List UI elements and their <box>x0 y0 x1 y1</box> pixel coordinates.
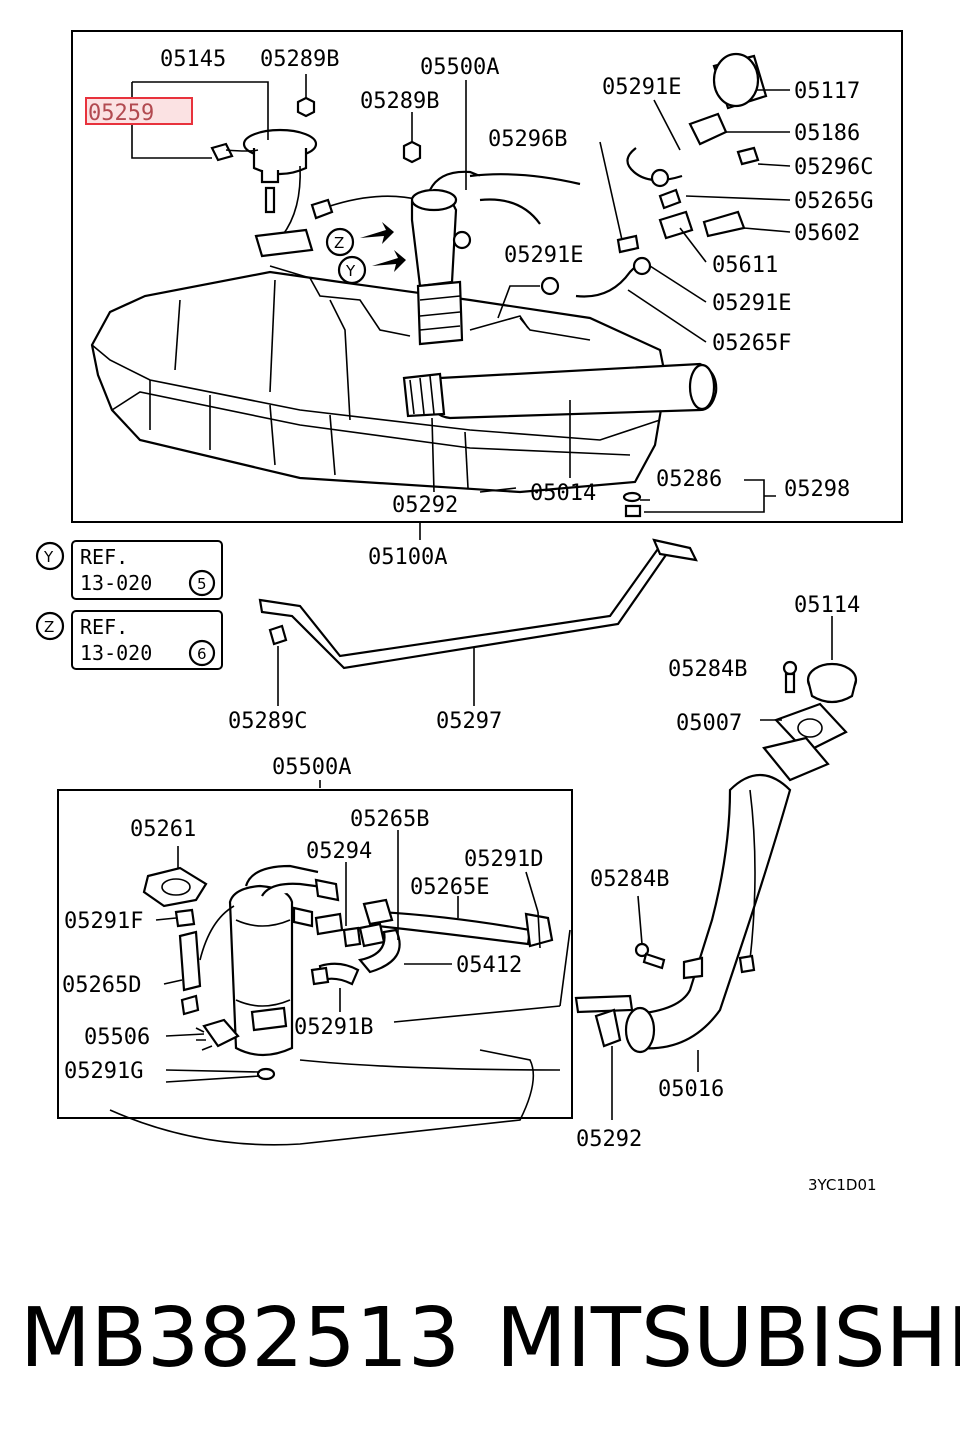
svg-text:Y: Y <box>43 548 54 566</box>
label-05297: 05297 <box>436 709 502 734</box>
hose-routing <box>269 265 411 337</box>
marker-z: Z <box>325 222 394 257</box>
label-05289B-a: 05289B <box>260 47 339 72</box>
marker-y: Y <box>337 250 406 285</box>
label-05291E-a: 05291E <box>602 75 681 100</box>
pump-module-frame <box>57 789 573 1119</box>
nut-05289B-left <box>296 96 316 118</box>
label-05284B-b: 05284B <box>590 867 669 892</box>
label-05500A-a: 05500A <box>420 55 499 80</box>
tank-outline-line <box>299 1059 561 1071</box>
label-05291G: 05291G <box>64 1059 143 1084</box>
bracket-line <box>469 315 529 331</box>
label-05014: 05014 <box>530 481 596 506</box>
svg-text:Z: Z <box>334 234 344 252</box>
hoses-bottom <box>310 898 554 986</box>
label-05500A-b: 05500A <box>272 755 351 780</box>
ref-box-y: Y REF. 13-020 5 <box>35 540 223 600</box>
label-05291E-b: 05291E <box>504 243 583 268</box>
label-05186: 05186 <box>794 121 860 146</box>
label-05296B: 05296B <box>488 127 567 152</box>
leader-lines-top <box>131 74 791 540</box>
diagram-code: 3YC1D01 <box>808 1176 877 1194</box>
screw-05284B-b <box>634 895 666 970</box>
svg-text:Z: Z <box>44 618 54 636</box>
highlight-label-05259: 05259 <box>88 101 154 126</box>
label-05292-a: 05292 <box>392 493 458 518</box>
brand-name: MITSUBISHI <box>496 1291 960 1386</box>
svg-text:Y: Y <box>345 262 356 280</box>
label-05265F: 05265F <box>712 331 791 356</box>
filler-neck-05016 <box>574 736 830 1120</box>
svg-text:13-020: 13-020 <box>80 641 152 665</box>
label-05291F: 05291F <box>64 909 143 934</box>
label-05100A: 05100A <box>368 545 447 570</box>
label-05265D: 05265D <box>62 973 141 998</box>
label-05412: 05412 <box>456 953 522 978</box>
filler-cap-05114 <box>806 616 858 704</box>
label-05289B-b: 05289B <box>360 89 439 114</box>
bolt-05298 <box>622 491 642 518</box>
label-05296C: 05296C <box>794 155 873 180</box>
vent-parts-topright <box>540 52 768 298</box>
svg-text:5: 5 <box>197 575 207 593</box>
label-05291E-c: 05291E <box>712 291 791 316</box>
screw-05284B-a <box>782 660 798 694</box>
label-05016: 05016 <box>658 1077 724 1102</box>
svg-text:6: 6 <box>197 645 207 663</box>
label-05292-b: 05292 <box>576 1127 642 1152</box>
label-05284B-a: 05284B <box>668 657 747 682</box>
pump-module-05500A <box>142 864 340 1081</box>
part-number: MB382513 <box>20 1291 460 1386</box>
label-05265G: 05265G <box>794 189 873 214</box>
filler-hose-05014 <box>402 362 718 420</box>
sender-unit-05145 <box>210 128 318 237</box>
label-05291B: 05291B <box>294 1015 373 1040</box>
label-05611: 05611 <box>712 253 778 278</box>
highlight-box <box>85 97 193 125</box>
tank-assembly-frame <box>71 30 903 523</box>
label-05261: 05261 <box>130 817 196 842</box>
label-05145: 05145 <box>160 47 226 72</box>
label-05265B: 05265B <box>350 807 429 832</box>
gasket-05007 <box>760 702 848 754</box>
label-05289C: 05289C <box>228 709 307 734</box>
label-05007: 05007 <box>676 711 742 736</box>
label-05291D: 05291D <box>464 847 543 872</box>
label-05602: 05602 <box>794 221 860 246</box>
svg-text:REF.: REF. <box>80 545 128 569</box>
label-05117: 05117 <box>794 79 860 104</box>
ref-box-z: Z REF. 13-020 6 <box>35 610 223 670</box>
label-05114: 05114 <box>794 593 860 618</box>
label-05286: 05286 <box>656 467 722 492</box>
pump-module-top <box>410 170 581 346</box>
tank-outline-bottom <box>109 1049 535 1146</box>
svg-text:REF.: REF. <box>80 615 128 639</box>
nut-05289B-center <box>402 140 422 164</box>
label-05506: 05506 <box>84 1025 150 1050</box>
label-05294: 05294 <box>306 839 372 864</box>
fuel-tank-drawing <box>90 270 668 494</box>
tank-strap-05297 <box>258 538 698 706</box>
label-05265E: 05265E <box>410 875 489 900</box>
connector-box <box>254 195 421 258</box>
label-05298: 05298 <box>784 477 850 502</box>
leader-lines-bottom <box>155 830 571 1083</box>
svg-text:13-020: 13-020 <box>80 571 152 595</box>
